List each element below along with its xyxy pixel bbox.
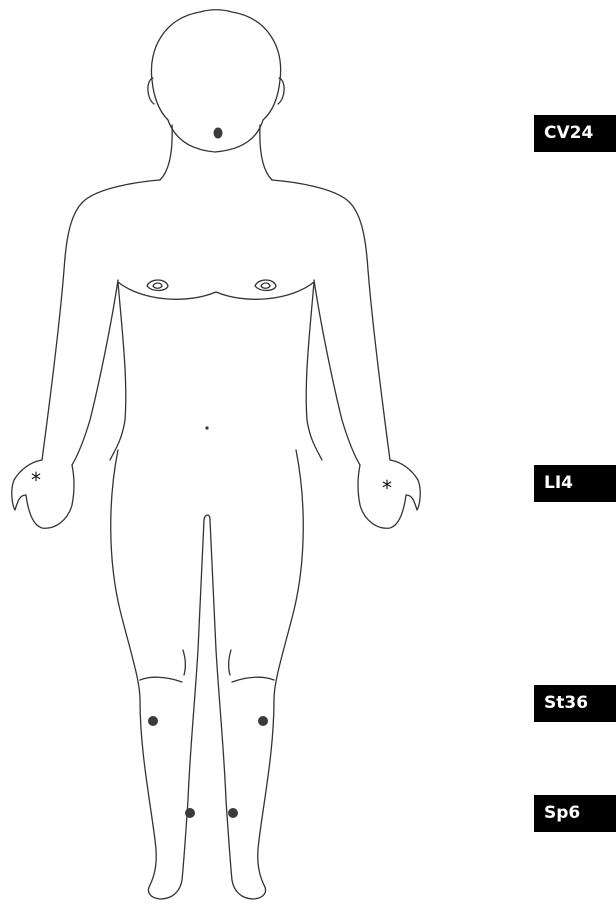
point-label-st36: St36 [534,685,616,722]
right-inner-arm [314,280,360,465]
point-sp6-dot-right [228,808,238,818]
navel [205,426,208,429]
point-st36-dot-left [148,716,158,726]
right-shoulder [272,180,390,460]
left-leg-outer [111,450,204,899]
left-knee [140,677,182,682]
crotch [204,515,210,520]
right-leg-outer [210,450,303,899]
point-st36-dot-right [258,716,268,726]
left-torso-side [110,282,126,460]
li4-marker-right: * [382,476,392,500]
left-shoulder [42,180,160,460]
point-label-sp6: Sp6 [534,795,616,832]
right-torso-side [306,282,322,460]
left-kneecap-mark [183,650,185,675]
neck-left [160,125,172,180]
point-sp6-dot-left [185,808,195,818]
left-inner-arm [72,280,118,465]
point-cv24-dot [214,128,223,139]
right-nipple [255,280,276,291]
right-knee [232,677,274,682]
neck-right [260,125,272,180]
left-hand [12,460,74,528]
left-nipple [147,280,168,291]
point-label-cv24: CV24 [534,115,616,152]
right-kneecap-mark [229,650,231,675]
point-label-li4: LI4 [534,465,616,502]
li4-marker-left: * [31,468,41,492]
